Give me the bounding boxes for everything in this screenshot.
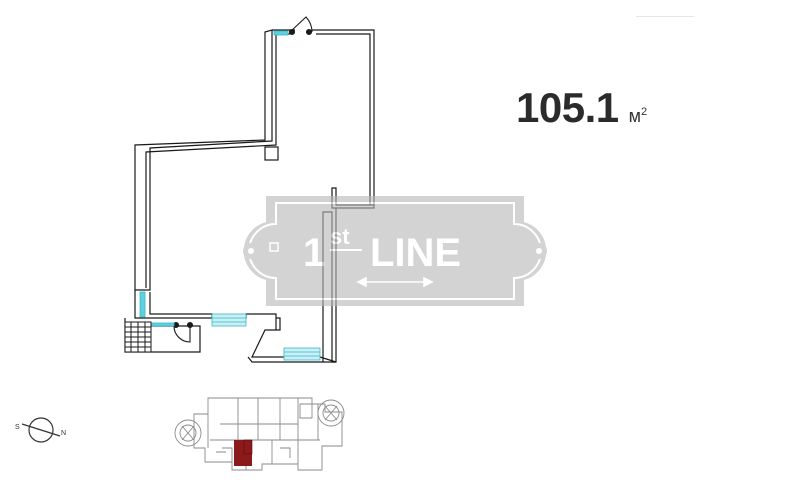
compass: S N (15, 417, 66, 443)
area-unit-text: м (628, 106, 641, 126)
watermark-digit: 1 (303, 231, 325, 275)
window-corridor-left (151, 322, 175, 327)
key-plan-outline (193, 397, 343, 471)
watermark-arrow (356, 276, 434, 288)
key-plan (174, 397, 345, 471)
key-plan-inner (207, 398, 320, 464)
compass-circle (28, 417, 54, 443)
header-divider (636, 16, 694, 17)
door-lower (172, 321, 194, 343)
key-plan-rotunda-left (174, 419, 202, 447)
top-wall (272, 29, 375, 206)
key-plan-rotunda-right (317, 399, 345, 427)
window-top (273, 30, 289, 36)
area-unit: м2 (629, 106, 648, 126)
watermark-word: LINE (370, 231, 461, 275)
window-corridor (211, 313, 247, 327)
stairs (124, 321, 152, 353)
window-bottom (283, 347, 321, 361)
compass-north: N (61, 430, 66, 437)
upper-room-inner (145, 34, 277, 288)
lower-room-walls (247, 317, 337, 363)
watermark-badge (243, 196, 547, 306)
compass-south: S (15, 424, 20, 431)
window-lines (212, 317, 320, 357)
windows (139, 30, 321, 361)
watermark: 1 st LINE (243, 196, 547, 306)
column (264, 146, 279, 161)
area-label: 105.1 м2 (516, 84, 647, 132)
area-unit-exponent: 2 (640, 106, 648, 118)
watermark-frame (248, 202, 542, 300)
window-left (139, 291, 146, 318)
door-top (288, 16, 313, 36)
area-value: 105.1 (516, 84, 619, 131)
watermark-superscript: st (330, 224, 350, 249)
corridor-walls (134, 290, 213, 319)
compass-needle (21, 423, 61, 437)
